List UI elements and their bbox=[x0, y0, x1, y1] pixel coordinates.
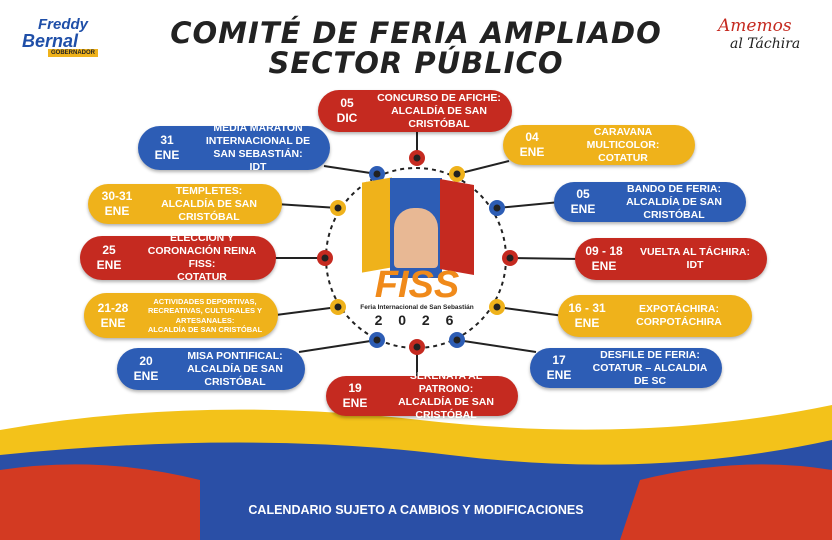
timeline-node-center bbox=[506, 254, 514, 262]
connector-line bbox=[496, 306, 565, 317]
event-description: DESFILE DE FERIA:COTATUR – ALCALDIA DE S… bbox=[592, 348, 708, 387]
timeline-node-center bbox=[334, 204, 342, 212]
connector-line bbox=[456, 160, 510, 175]
timeline-node-center bbox=[493, 204, 501, 212]
event-description: TEMPLETES:ALCALDÍA DE SAN CRISTÓBAL bbox=[161, 184, 257, 223]
event-description: CARAVANA MULTICOLOR:COTATUR bbox=[586, 125, 660, 164]
timeline-node-center bbox=[321, 254, 329, 262]
timeline-node-center bbox=[334, 303, 342, 311]
title-line1: COMITÉ DE FERIA AMPLIADO bbox=[170, 16, 662, 50]
event-description: SERENATA AL PATRONO:ALCALDÍA DE SAN CRIS… bbox=[398, 370, 494, 421]
event-description: MISA PONTIFICAL:ALCALDÍA DE SAN CRISTÓBA… bbox=[187, 349, 283, 388]
timeline-node-center bbox=[413, 343, 421, 351]
timeline-node-center bbox=[453, 170, 461, 178]
event-description: CONCURSO DE AFICHE:ALCALDÍA DE SAN CRIST… bbox=[377, 91, 501, 130]
connector-line bbox=[509, 257, 582, 260]
event-description: BANDO DE FERIA:ALCALDÍA DE SAN CRISTÓBAL bbox=[626, 182, 722, 221]
connector-line bbox=[298, 339, 378, 353]
freddy-bernal-logo: Freddy Bernal GOBERNADOR bbox=[22, 16, 99, 57]
timeline-node-center bbox=[373, 170, 381, 178]
event-description: MEDIA MARATÓN INTERNACIONAL DE SAN SEBAS… bbox=[205, 122, 311, 173]
timeline-node-center bbox=[413, 154, 421, 162]
timeline-node-center bbox=[373, 336, 381, 344]
timeline-node-center bbox=[493, 303, 501, 311]
event-description: VUELTA AL TÁCHIRA:IDT bbox=[639, 246, 751, 271]
event-description: EXPOTÁCHIRA:CORPOTÁCHIRA bbox=[636, 303, 722, 328]
connector-line bbox=[271, 306, 339, 317]
connector-line bbox=[456, 339, 537, 353]
fiss-logo: FISS Feria Internacional de San Sebastiá… bbox=[352, 177, 482, 328]
title-line2: SECTOR PÚBLICO bbox=[268, 46, 564, 80]
connector-line bbox=[275, 203, 339, 209]
disclaimer-footer: CALENDARIO SUJETO A CAMBIOS Y MODIFICACI… bbox=[248, 503, 584, 517]
connector-line bbox=[323, 165, 378, 175]
timeline-node-center bbox=[453, 336, 461, 344]
event-description: ACTIVIDADES DEPORTIVAS, RECREATIVAS, CUL… bbox=[147, 296, 263, 335]
connector-line bbox=[496, 201, 561, 209]
amemos-tachira-logo: Amemos al Táchira bbox=[718, 16, 801, 52]
event-description: ELECCIÓN Y CORONACIÓN REINA FISS:COTATUR bbox=[147, 232, 257, 283]
